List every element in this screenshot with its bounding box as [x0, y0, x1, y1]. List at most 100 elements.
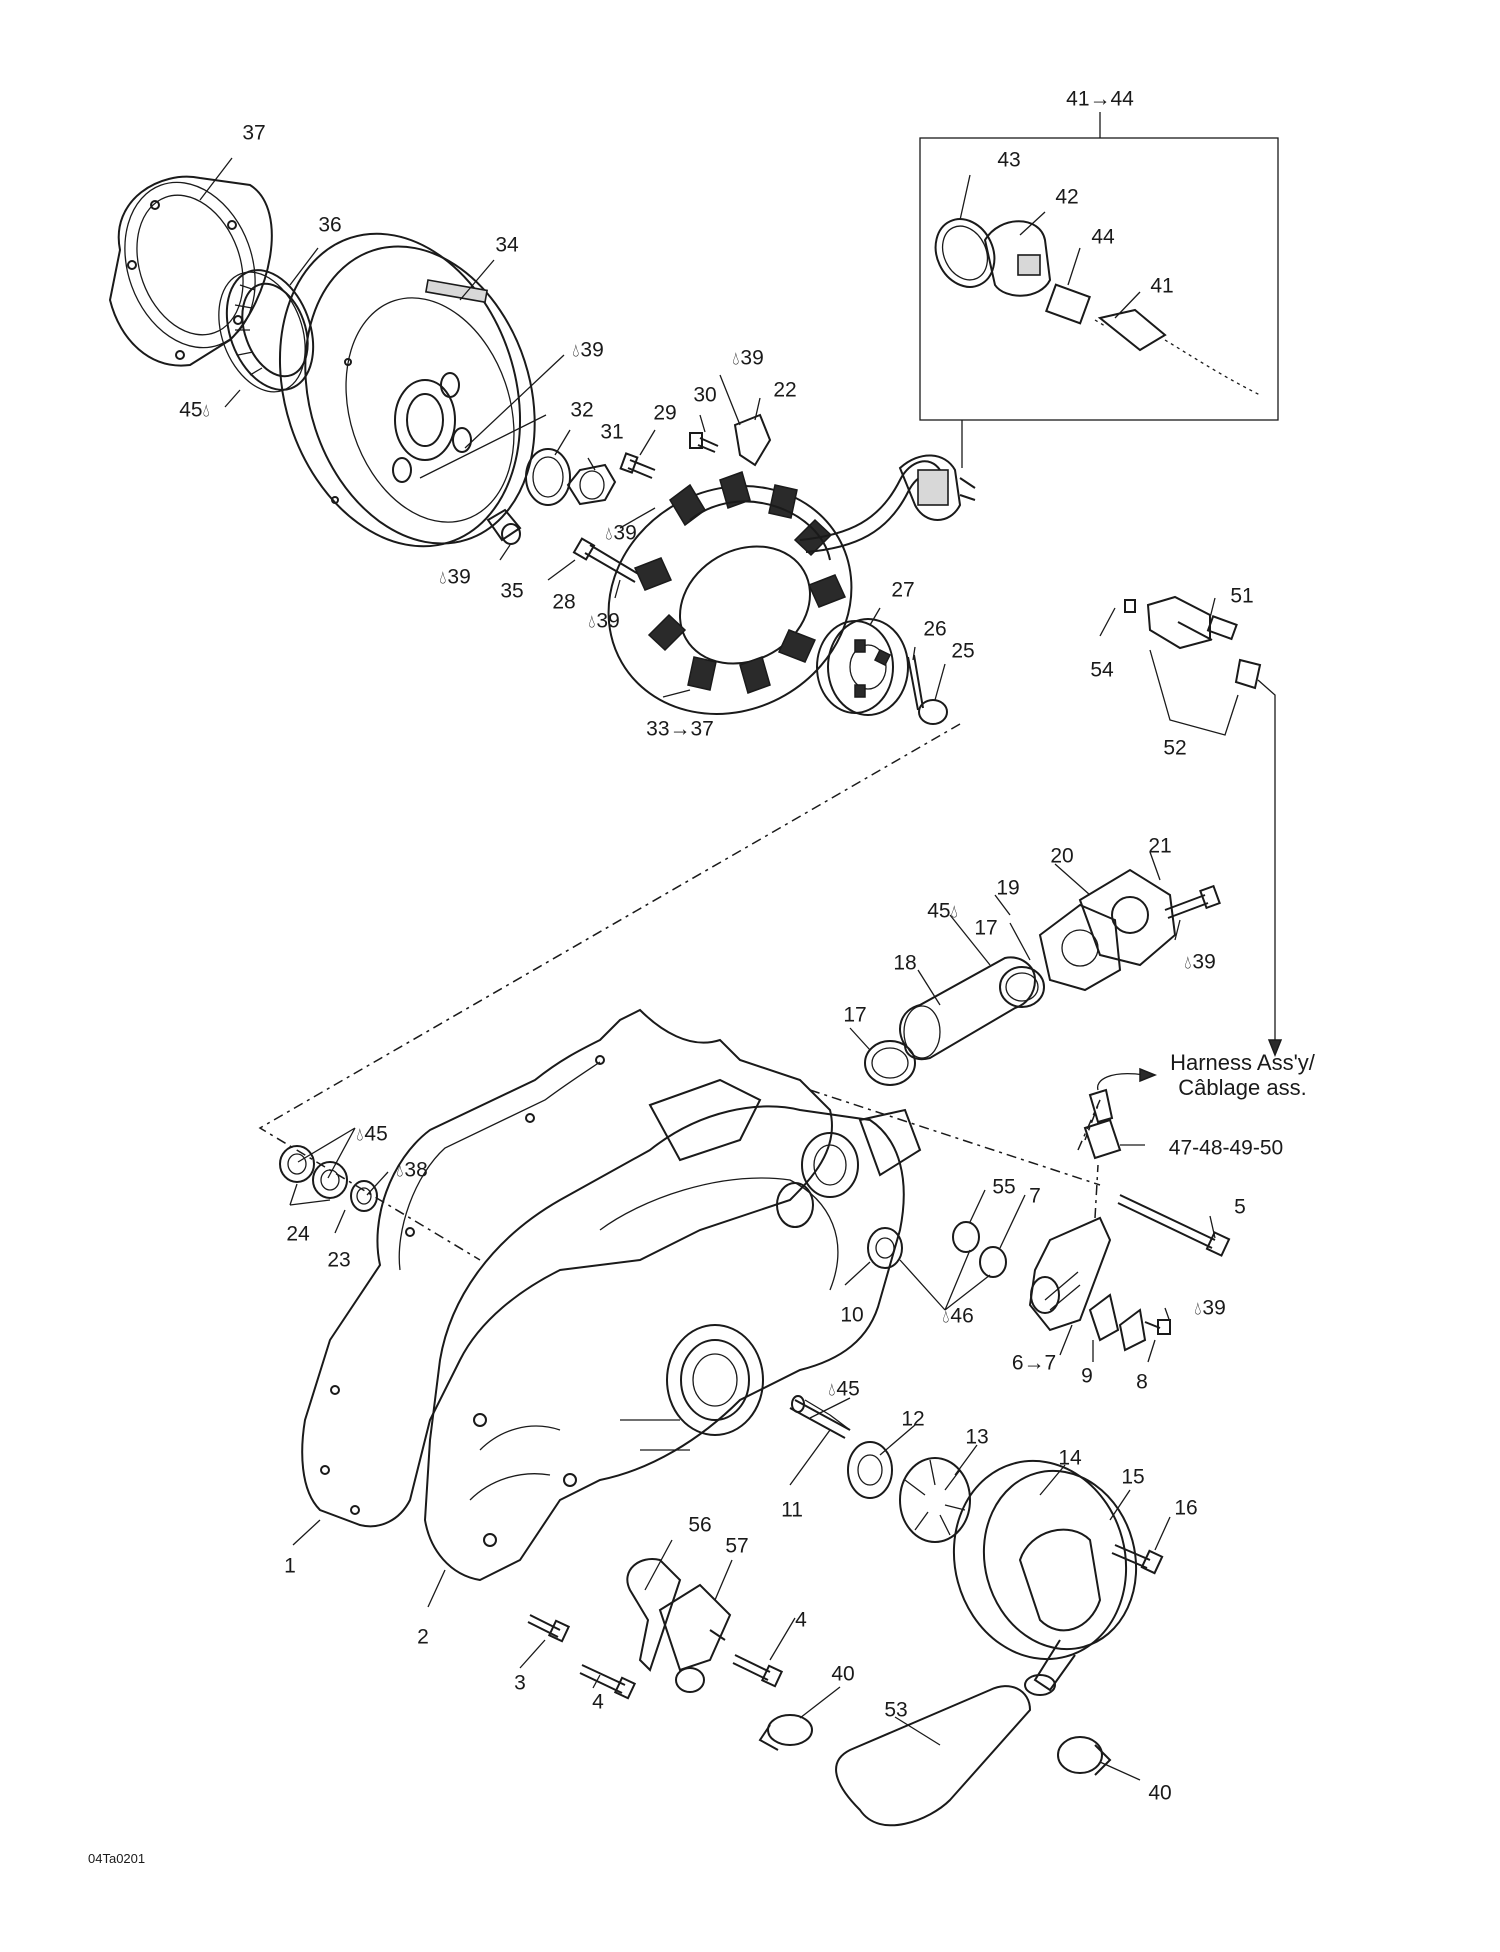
callout-21: 21: [1148, 836, 1171, 857]
callout-text: 44: [1091, 225, 1115, 249]
callout-39-lubricant: 💧︎39: [605, 523, 637, 544]
screw-part-4b: [732, 1654, 784, 1688]
callout-text: 15: [1121, 1465, 1145, 1489]
callout-text: 54: [1090, 658, 1114, 682]
callout-33-37: 33→37: [646, 719, 714, 740]
callout-56: 56: [688, 1515, 711, 1536]
callout-51: 51: [1230, 586, 1253, 607]
cover-part-20: [1078, 868, 1177, 967]
callout-text: 12: [901, 1407, 925, 1431]
screw-part-21: [1164, 884, 1221, 919]
callout-27: 27: [891, 580, 914, 601]
callout-text: 14: [1058, 1446, 1082, 1470]
o-ring-part-43: [934, 218, 996, 288]
callout-text: 32: [570, 398, 594, 422]
callout-38-lubricant: 💧︎38: [396, 1160, 428, 1181]
oil-drop-icon: 💧︎: [439, 567, 447, 588]
callout-text: 39: [596, 609, 620, 633]
callout-39-lubricant: 💧︎39: [588, 611, 620, 632]
callout-22: 22: [773, 380, 796, 401]
callout-17: 17: [843, 1005, 866, 1026]
callout-text: 20: [1050, 844, 1074, 868]
callout-text: 56: [688, 1513, 712, 1537]
callout-30: 30: [693, 385, 716, 406]
flywheel-part-34: [278, 232, 536, 548]
harness-label: Harness Ass'y/ Câblage ass.: [1150, 1050, 1335, 1101]
callout-55: 55: [992, 1177, 1015, 1198]
clamp-part-40a: [758, 1714, 813, 1751]
callout-text: 46: [950, 1304, 974, 1328]
terminal-part-54: [1124, 599, 1136, 613]
assembly-line: [258, 723, 961, 1261]
callout-34: 34: [495, 235, 518, 256]
callout-41-44: 41→44: [1066, 89, 1134, 110]
callout-39-lubricant: 💧︎39: [439, 567, 471, 588]
harness-label-line1: Harness Ass'y/: [1170, 1050, 1315, 1075]
callout-45-lubricant: 45💧︎: [179, 400, 211, 421]
housing-part-18: [899, 956, 1037, 1061]
o-ring-part-7: [979, 1246, 1007, 1278]
callout-text: 28: [552, 590, 576, 614]
callout-text: 57: [725, 1534, 749, 1558]
callout-text: 38: [404, 1158, 428, 1182]
callout-32: 32: [570, 400, 593, 421]
clip-part-56: [626, 1558, 682, 1672]
callout-40: 40: [831, 1664, 854, 1685]
callout-text: 30: [693, 383, 717, 407]
screw-part-4a: [579, 1664, 637, 1700]
callout-29: 29: [653, 403, 676, 424]
callout-54: 54: [1090, 660, 1113, 681]
callout-39-lubricant: 💧︎39: [1194, 1298, 1226, 1319]
callout-15: 15: [1121, 1467, 1144, 1488]
callout-text: 52: [1163, 736, 1187, 760]
callout-5: 5: [1234, 1197, 1246, 1218]
callout-text: 39: [1192, 950, 1216, 974]
gasket-part-19: [1038, 903, 1122, 992]
callout-text: 23: [327, 1248, 351, 1272]
callout-24: 24: [286, 1224, 309, 1245]
callout-11: 11: [781, 1500, 803, 1521]
screw-part-3: [527, 1614, 571, 1643]
callout-57: 57: [725, 1536, 748, 1557]
callout-52: 52: [1163, 738, 1186, 759]
callout-text: 16: [1174, 1496, 1198, 1520]
bearing-part-12: [847, 1441, 893, 1499]
callout-47-48-49-50: 47-48-49-50: [1169, 1138, 1283, 1159]
oil-drop-icon: 💧︎: [605, 523, 613, 544]
callout-41: 41: [1150, 276, 1173, 297]
oil-drop-icon: 💧︎: [572, 340, 580, 361]
callout-12: 12: [901, 1409, 924, 1430]
callout-text: 45: [836, 1377, 860, 1401]
bearing-part-36: [218, 269, 315, 393]
callout-text: 45: [179, 398, 203, 422]
callout-text: 45: [364, 1122, 388, 1146]
bearing-part-24: [279, 1145, 348, 1199]
callout-text: 51: [1230, 584, 1254, 608]
washer-part-25: [918, 699, 948, 725]
callout-text: 6→7: [1011, 1351, 1057, 1375]
harness-label-line2: Câblage ass.: [1178, 1075, 1307, 1101]
callout-16: 16: [1174, 1498, 1197, 1519]
callout-text: 9: [1081, 1364, 1093, 1388]
callout-text: 40: [831, 1662, 855, 1686]
drawing-code: 04Ta0201: [88, 1851, 146, 1866]
callout-text: 3: [514, 1671, 526, 1695]
callout-text: 37: [242, 121, 266, 145]
seal-part-23: [350, 1180, 378, 1212]
callout-text: 36: [318, 213, 342, 237]
callout-text: 22: [773, 378, 797, 402]
callout-13: 13: [965, 1427, 988, 1448]
callout-2: 2: [417, 1627, 429, 1648]
callout-text: 39: [1202, 1296, 1226, 1320]
screw-part-29: [619, 452, 656, 479]
callout-text: 27: [891, 578, 915, 602]
callout-46-lubricant: 💧︎46: [942, 1306, 974, 1327]
clamp-part-22: [733, 413, 772, 467]
callout-39-lubricant: 💧︎39: [732, 348, 764, 369]
callout-39-lubricant: 💧︎39: [1184, 952, 1216, 973]
callout-text: 2: [417, 1625, 429, 1649]
connector-part-47-50: [1083, 1067, 1158, 1160]
callout-text: 19: [996, 876, 1020, 900]
callout-17: 17: [974, 918, 997, 939]
callout-43: 43: [997, 150, 1020, 171]
